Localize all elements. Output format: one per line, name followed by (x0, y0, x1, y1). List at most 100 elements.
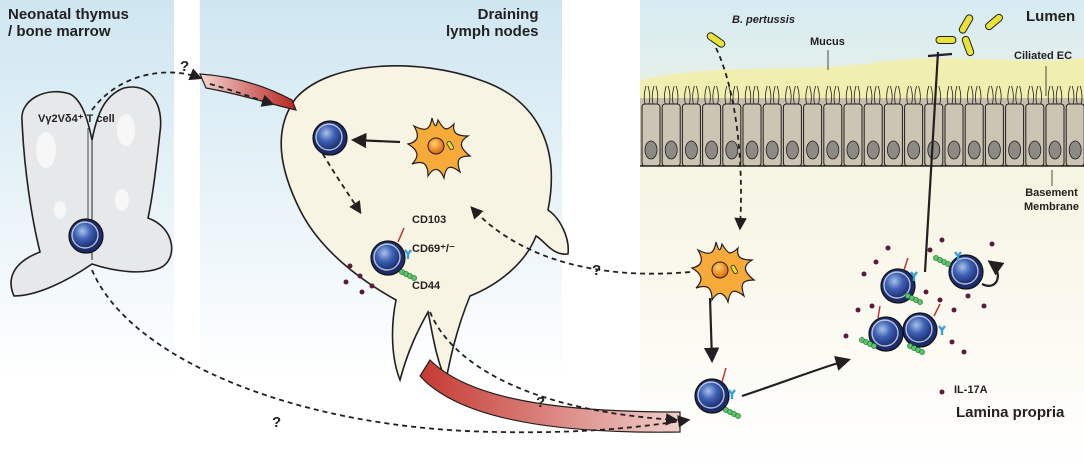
cilium (1039, 85, 1042, 105)
basement-line2: Membrane (1024, 201, 1080, 213)
epithelial-nucleus (806, 140, 819, 160)
lymph-title: Draining lymph nodes (446, 6, 539, 40)
cilium (813, 85, 816, 105)
il17a-dots (343, 237, 995, 395)
cilium (756, 85, 760, 105)
epithelial-nucleus (664, 140, 678, 160)
cilium (978, 85, 982, 105)
cilium (765, 85, 768, 105)
cilium (1019, 85, 1022, 105)
thymus-title: Neonatal thymus / bone marrow (8, 6, 129, 40)
cilium (672, 85, 675, 105)
cilium (675, 85, 679, 105)
cilium (958, 85, 962, 105)
cilium (877, 85, 881, 105)
cilium (853, 85, 857, 105)
cd69-label: CD69⁺/⁻ (412, 243, 455, 255)
cilium (716, 85, 719, 105)
cilium (651, 85, 655, 105)
cilium (954, 85, 958, 105)
cilium (999, 85, 1002, 105)
cilium (898, 85, 901, 105)
cilium (938, 85, 941, 105)
ciliated-label: Ciliated EC (1014, 50, 1073, 62)
cilium (817, 85, 820, 105)
cilium (712, 85, 715, 105)
epithelial-nucleus (866, 140, 880, 160)
epithelial-nucleus (967, 140, 981, 160)
cilium (1071, 85, 1075, 105)
epithelial-nucleus (705, 140, 718, 160)
cilium (894, 85, 897, 105)
t-cell-icon (694, 378, 730, 414)
cilium (664, 85, 667, 105)
cilium (692, 85, 695, 105)
epithelial-nucleus (826, 140, 840, 160)
epithelial-nucleus (1028, 140, 1042, 160)
cilium (918, 85, 921, 105)
cilium (991, 85, 994, 105)
epithelial-nucleus (1008, 140, 1021, 160)
epithelial-nucleus (927, 140, 941, 160)
cilium (987, 85, 990, 105)
cilium (967, 85, 970, 105)
cilium (643, 85, 647, 105)
question-mark-1: ? (180, 58, 190, 75)
epithelial-nucleus (947, 140, 961, 160)
cilium (1011, 85, 1014, 105)
cilium (910, 85, 913, 105)
cilium (1076, 85, 1079, 105)
cilium (829, 85, 832, 105)
t-cell-icon (68, 218, 104, 254)
epithelial-nucleus (887, 140, 900, 160)
cilium (1047, 85, 1051, 105)
lymph-title-line1: Draining (477, 6, 539, 23)
cilium (995, 85, 998, 105)
cilium (688, 85, 691, 105)
cilium (708, 85, 711, 105)
epithelial-nucleus (907, 140, 920, 160)
pathogen-label: B. pertussis (732, 14, 795, 26)
cilium (825, 85, 829, 105)
cilium (776, 85, 780, 105)
lamina-propria-label: Lamina propria (956, 404, 1065, 421)
epithelial-nucleus (725, 140, 739, 160)
cilium (752, 85, 756, 105)
cilium (849, 85, 853, 105)
cilium (1055, 85, 1059, 105)
cilium (950, 85, 954, 105)
cilium (890, 85, 893, 105)
basement-line1: Basement (1025, 187, 1078, 199)
thymus-title-line1: Neonatal thymus (8, 6, 129, 23)
epithelial-nucleus (988, 140, 1001, 160)
epithelial-nucleus (1068, 140, 1082, 160)
t-cell-icon (902, 312, 938, 348)
cilium (926, 85, 930, 105)
cilium (837, 85, 840, 105)
thymus-title-line2: / bone marrow (8, 23, 111, 40)
cilium (1051, 85, 1055, 105)
cilium (886, 85, 889, 105)
cilium (748, 85, 752, 105)
cilium (930, 85, 933, 105)
il17a-label: IL-17A (954, 384, 988, 396)
cilium (1027, 85, 1031, 105)
basement-label: Basement Membrane (1024, 186, 1079, 214)
cilium (1068, 85, 1071, 105)
cilium (970, 85, 974, 105)
cilium (696, 85, 699, 105)
cilium (845, 85, 849, 105)
cilium (946, 85, 950, 105)
cilium (647, 85, 651, 105)
solid-arrows (350, 51, 1005, 398)
t-cell-label: Vγ2Vδ4⁺ T cell (38, 113, 115, 125)
cilium (724, 85, 728, 105)
t-cell-icon (312, 120, 348, 156)
epithelial-nucleus (1048, 140, 1062, 160)
t-cell-icon (948, 254, 984, 290)
cilium (1035, 85, 1039, 105)
cd103-receptor-icon (397, 227, 941, 383)
cilium (857, 85, 861, 105)
cilium (655, 85, 659, 105)
question-mark-3: ? (536, 394, 546, 411)
